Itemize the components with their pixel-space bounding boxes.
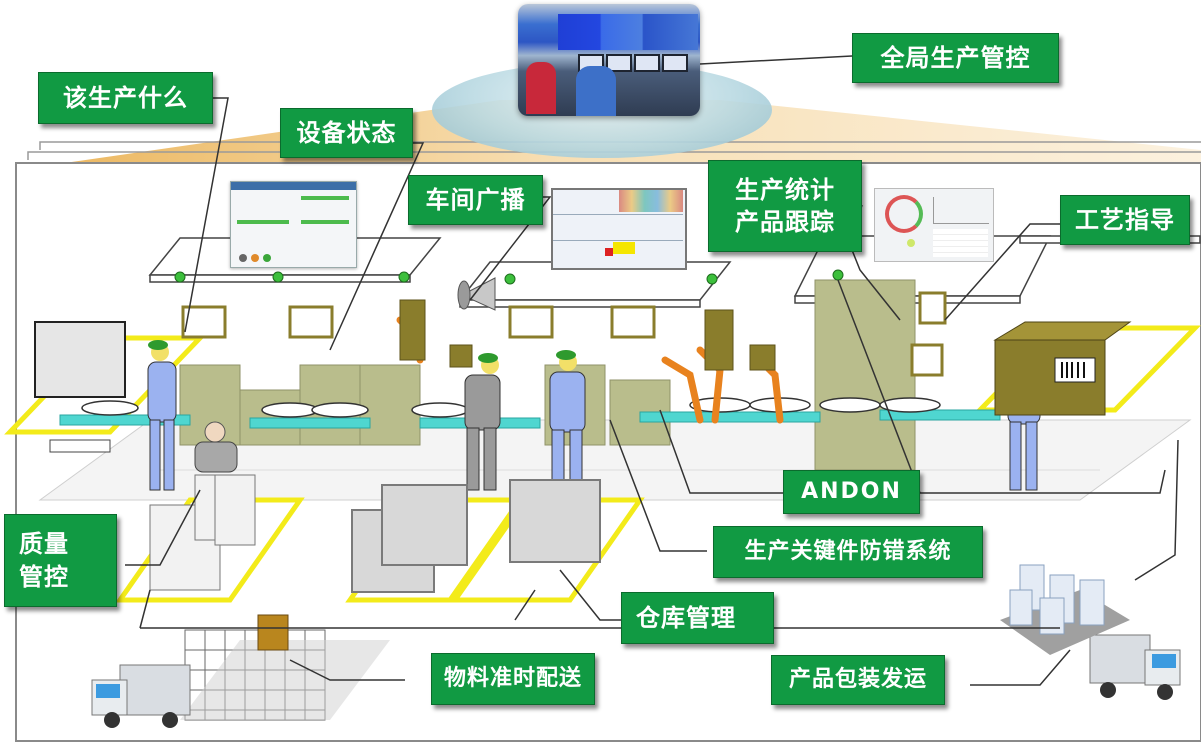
label-global-production-control: 全局生产管控: [852, 33, 1059, 83]
material-crate: [257, 614, 289, 651]
label-quality-control: 质量 管控: [4, 514, 117, 607]
equipment-status-dialog: [230, 181, 357, 268]
label-production-stats: 生产统计: [735, 175, 835, 204]
label-quality: 质量: [19, 530, 69, 559]
loudspeaker-icon: [457, 277, 496, 311]
andon-lights: [174, 269, 844, 285]
worker-3: [549, 350, 586, 493]
label-process-guidance: 工艺指导: [1060, 195, 1190, 245]
label-key-parts-error-proofing: 生产关键件防错系统: [713, 526, 983, 578]
overhead-monitors: [181, 291, 947, 377]
statistics-dashboard: [874, 188, 994, 262]
warehouse-carts: [351, 479, 601, 593]
worker-2: [464, 353, 501, 491]
label-workshop-broadcast: 车间广播: [408, 175, 543, 225]
truck-icon: [91, 664, 191, 728]
label-material-delivery: 物料准时配送: [431, 653, 595, 705]
label-production-stats-tracking: 生产统计 产品跟踪: [708, 160, 862, 252]
label-what-to-produce: 该生产什么: [38, 72, 213, 124]
label-product-tracking: 产品跟踪: [735, 208, 835, 236]
label-packaging-shipping: 产品包装发运: [771, 655, 945, 705]
control-room-photo: [518, 4, 700, 116]
label-equipment-status: 设备状态: [280, 108, 413, 158]
label-warehouse-management: 仓库管理: [621, 592, 774, 644]
parts-rack: [34, 321, 126, 398]
robot-controllers: [399, 299, 776, 371]
inspection-table: [49, 439, 111, 453]
packing-pallet: [993, 321, 1132, 416]
worker-1: [147, 340, 177, 491]
material-floor: [180, 640, 390, 720]
label-control: 管控: [19, 562, 69, 591]
inspector: [194, 421, 238, 473]
truck-icon: [1089, 634, 1181, 700]
city-buildings-icon: [1000, 564, 1130, 655]
label-andon: ANDON: [783, 470, 920, 514]
broadcast-dashboard: [551, 188, 687, 270]
